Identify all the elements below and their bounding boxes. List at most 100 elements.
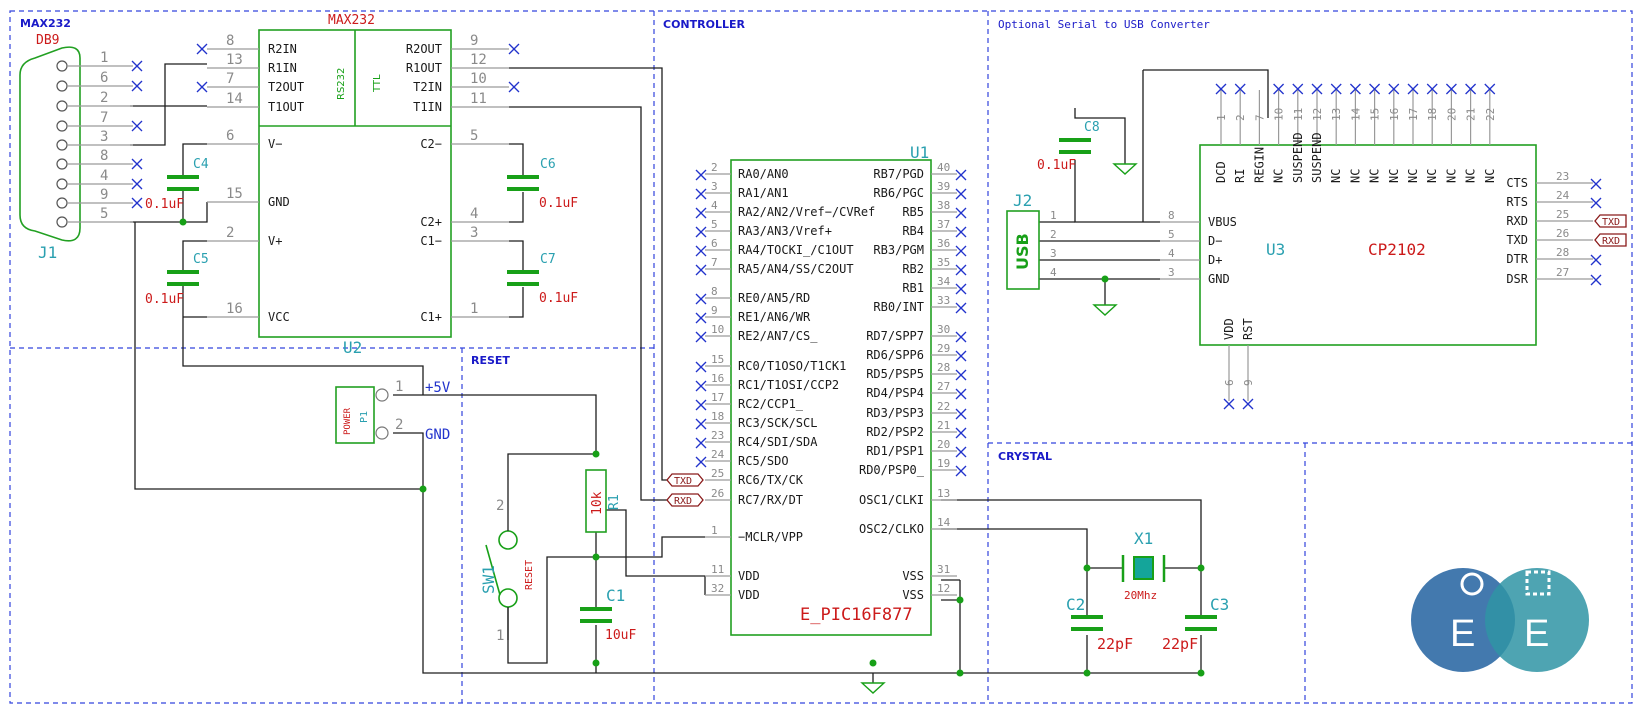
- db9-pin-socket: [56, 100, 68, 112]
- cp2102-ref: U3: [1266, 240, 1285, 259]
- cp2102-pin-number: 4: [1168, 247, 1175, 260]
- pic-pin-number: 29: [937, 342, 950, 355]
- cp2102-pin-number: 6: [1223, 379, 1236, 386]
- no-connect-marker: [1484, 83, 1496, 95]
- max232-title: MAX232: [328, 13, 375, 28]
- no-connect-marker: [131, 120, 143, 132]
- cp2102-chip: 1DCD2RI7REGIN10NC11SUSPEND12SUSPEND13NC1…: [1160, 83, 1627, 410]
- no-connect-marker: [955, 169, 967, 181]
- resistor-r1: 10k R1: [585, 469, 622, 533]
- sw-pin-1: 1: [496, 628, 504, 644]
- max232-ref: U2: [343, 338, 362, 357]
- db9-pin-socket: [56, 60, 68, 72]
- pic-pin-name: VDD: [738, 569, 760, 583]
- pic-rxd-label: RXD: [666, 493, 704, 507]
- no-connect-marker: [955, 188, 967, 200]
- no-connect-marker: [695, 188, 707, 200]
- max232-pin-name: C2−: [420, 137, 442, 151]
- pic-pin-name: RA1/AN1: [738, 186, 789, 200]
- pic-pin-number: 21: [937, 419, 950, 432]
- cp2102-pin-number: 15: [1369, 108, 1382, 121]
- no-connect-marker: [131, 178, 143, 190]
- pic-pin-name: OSC1/CLKI: [859, 493, 924, 507]
- pic-pin-name: RB0/INT: [873, 300, 924, 314]
- no-connect-marker: [695, 264, 707, 276]
- no-connect-marker: [955, 283, 967, 295]
- net-gnd-label: GND: [425, 427, 450, 443]
- pic-pin-number: 17: [711, 391, 724, 404]
- no-connect-marker: [1445, 83, 1457, 95]
- no-connect-marker: [695, 245, 707, 257]
- section-title-crystal: CRYSTAL: [998, 450, 1052, 463]
- crystal-ref: X1: [1134, 529, 1153, 548]
- section-title-controller: CONTROLLER: [663, 18, 745, 31]
- pic-pin-name: RD2/PSP2: [866, 425, 924, 439]
- no-connect-marker: [1330, 83, 1342, 95]
- power-text: POWER: [343, 407, 353, 435]
- reset-switch: 2 1 SW1 RESET: [479, 498, 535, 644]
- pic-pin-number: 10: [711, 323, 724, 336]
- pic-pin-name: RC1/T1OSI/CCP2: [738, 378, 839, 392]
- svg-text:TXD: TXD: [674, 476, 692, 487]
- cp2102-pin-name: GND: [1208, 272, 1230, 286]
- no-connect-marker: [131, 158, 143, 170]
- pic-pin-number: 14: [937, 516, 951, 529]
- pic-pin-name: RB6/PGC: [873, 186, 924, 200]
- max232-rs232-label: RS232: [336, 68, 347, 100]
- cp2102-pin-name: DCD: [1214, 161, 1228, 183]
- no-connect-marker: [508, 81, 520, 93]
- db9-pin-number: 3: [100, 129, 108, 145]
- no-connect-marker: [1234, 83, 1246, 95]
- no-connect-marker: [1590, 178, 1602, 190]
- c1-value: 10uF: [605, 628, 636, 643]
- max232-pin-name: T1OUT: [268, 100, 304, 114]
- no-connect-marker: [955, 465, 967, 477]
- pic-pin-name: RB3/PGM: [873, 243, 924, 257]
- pic-pin-number: 8: [711, 285, 718, 298]
- cp2102-pin-name: NC: [1444, 169, 1458, 183]
- pic-pin-name: RC7/RX/DT: [738, 493, 803, 507]
- no-connect-marker: [955, 245, 967, 257]
- usb-pin-number: 1: [1050, 209, 1057, 222]
- cp2102-pin-number: 17: [1407, 108, 1420, 121]
- c5-ref: C5: [193, 252, 209, 267]
- no-connect-marker: [1273, 83, 1285, 95]
- no-connect-marker: [1223, 398, 1235, 410]
- max232-pin-name: R1OUT: [406, 61, 442, 75]
- pic-pin-name: RB7/PGD: [873, 167, 924, 181]
- section-title-usb: Optional Serial to USB Converter: [998, 18, 1210, 31]
- pic-pin-number: 18: [711, 410, 724, 423]
- no-connect-marker: [1242, 398, 1254, 410]
- pic-pin-number: 28: [937, 361, 950, 374]
- usb-pin-number: 4: [1050, 266, 1057, 279]
- cp2102-pin-number: 5: [1168, 228, 1175, 241]
- cp2102-pin-number: 12: [1311, 108, 1324, 121]
- c6-value: 0.1uF: [539, 196, 578, 211]
- cp2102-pin-name: DSR: [1506, 272, 1528, 286]
- pic-pin-number: 39: [937, 180, 950, 193]
- usb-text: USB: [1013, 233, 1032, 270]
- max232-pin-number: 2: [226, 225, 234, 241]
- sw-pin-2: 2: [496, 498, 504, 514]
- no-connect-marker: [1407, 83, 1419, 95]
- pic-pin-number: 25: [711, 467, 724, 480]
- no-connect-marker: [955, 408, 967, 420]
- db9-label: DB9: [36, 33, 59, 48]
- db9-pin-number: 8: [100, 148, 108, 164]
- pic-pin-number: 40: [937, 161, 950, 174]
- pic-pin-number: 31: [937, 563, 950, 576]
- no-connect-marker: [1369, 83, 1381, 95]
- cp2102-pin-number: 22: [1484, 108, 1497, 121]
- max232-pin-number: 12: [470, 52, 487, 68]
- no-connect-marker: [955, 388, 967, 400]
- pic-pin-number: 20: [937, 438, 950, 451]
- max232-pin-name: V−: [268, 137, 282, 151]
- cp2102-pin-number: 16: [1388, 108, 1401, 121]
- cp2102-pin-number: 20: [1445, 108, 1458, 121]
- logo-letter-right: E: [1524, 613, 1549, 655]
- pic-pin-name: RD4/PSP4: [866, 386, 924, 400]
- pic-pin-name: VSS: [902, 569, 924, 583]
- pic-pin-name: RC0/T1OSO/T1CK1: [738, 359, 846, 373]
- cp2102-value: CP2102: [1368, 240, 1426, 259]
